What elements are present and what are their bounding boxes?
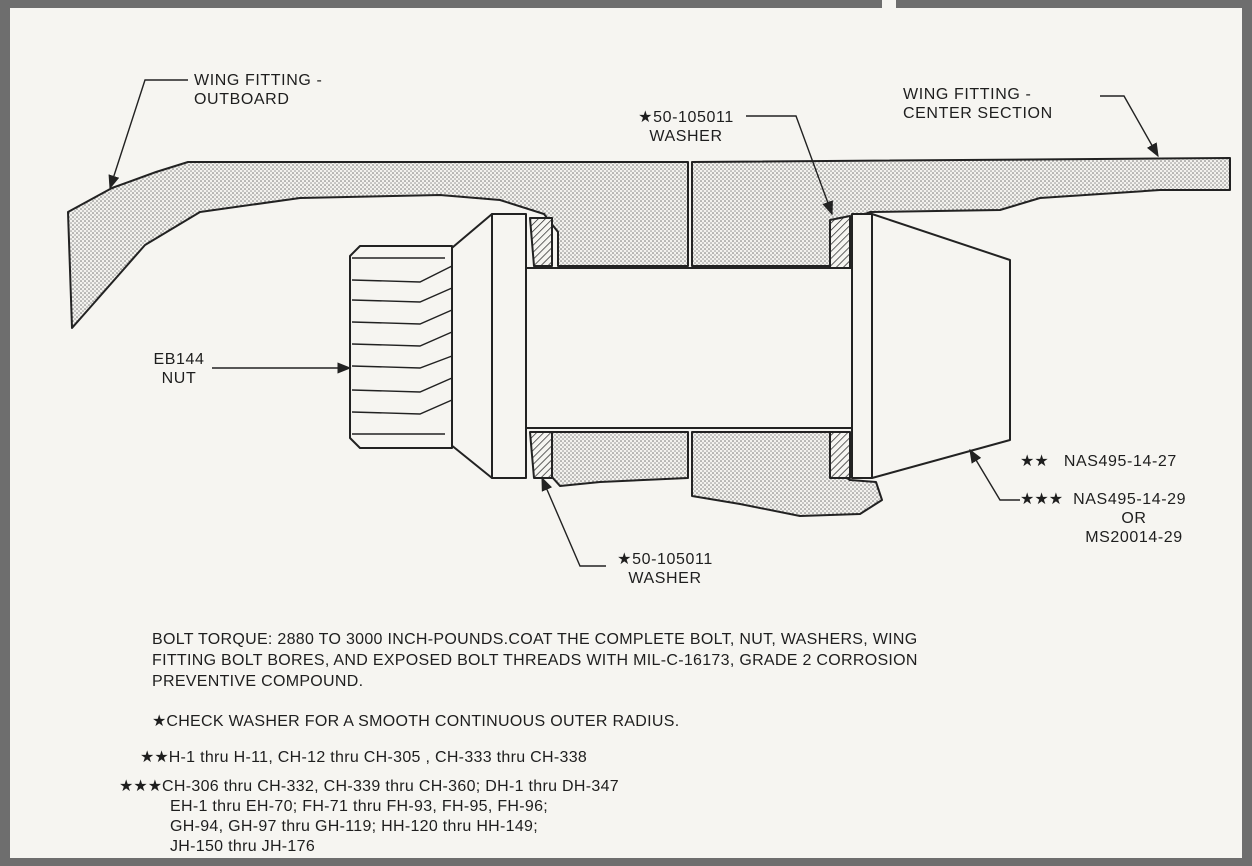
note-line: BOLT TORQUE: 2880 TO 3000 INCH-POUNDS.CO… bbox=[152, 631, 918, 648]
washer-right-bottom bbox=[829, 431, 851, 479]
leader-wing-outboard bbox=[108, 79, 188, 190]
two-star-marker: ★★ bbox=[140, 749, 169, 766]
three-star-marker: ★★★ bbox=[119, 778, 163, 795]
note-line: EH-1 thru EH-70; FH-71 thru FH-93, FH-95… bbox=[170, 798, 549, 815]
label-bolt-two-star: ★★ NAS495-14-27 bbox=[1020, 452, 1177, 471]
label-nut: EB144 NUT bbox=[146, 350, 212, 388]
label-line: NUT bbox=[161, 370, 197, 387]
label-bolt-three-star: ★★★ NAS495-14-29 bbox=[1020, 490, 1186, 509]
center-fitting-upper bbox=[691, 157, 1231, 267]
note-effectivity-three-star: ★★★CH-306 thru CH-332, CH-339 thru CH-36… bbox=[119, 777, 619, 797]
label-line: OR bbox=[1121, 510, 1147, 527]
leader-washer-top bbox=[746, 115, 833, 216]
leader-bolt bbox=[969, 448, 1020, 501]
frame-notch bbox=[882, 0, 896, 12]
nut-serrations bbox=[351, 257, 453, 435]
three-star-marker: ★★★ bbox=[1020, 491, 1064, 508]
note-line: GH-94, GH-97 thru GH-119; HH-120 thru HH… bbox=[170, 818, 538, 835]
label-line: ★50-105011 bbox=[638, 109, 734, 126]
leader-wing-center bbox=[1100, 95, 1159, 158]
note-check-washer: ★CHECK WASHER FOR A SMOOTH CONTINUOUS OU… bbox=[152, 712, 679, 732]
washer-left-bottom bbox=[529, 431, 553, 479]
label-line: WASHER bbox=[649, 128, 723, 145]
leader-washer-bottom bbox=[541, 476, 606, 567]
bolt-part-number: NAS495-14-29 bbox=[1073, 491, 1187, 508]
note-bolt-torque: BOLT TORQUE: 2880 TO 3000 INCH-POUNDS.CO… bbox=[152, 629, 918, 692]
bolt-part-number: NAS495-14-27 bbox=[1063, 453, 1177, 470]
two-star-marker: ★★ bbox=[1020, 453, 1049, 470]
label-line: OUTBOARD bbox=[194, 91, 290, 108]
washer-left-top bbox=[529, 217, 553, 267]
one-star-marker: ★ bbox=[152, 713, 167, 730]
label-line: CENTER SECTION bbox=[903, 105, 1053, 122]
label-wing-fitting-center: WING FITTING - CENTER SECTION bbox=[903, 85, 1053, 123]
label-line: WING FITTING - bbox=[903, 86, 1032, 103]
label-line: EB144 bbox=[153, 351, 205, 368]
note-text: CHECK WASHER FOR A SMOOTH CONTINUOUS OUT… bbox=[166, 713, 680, 730]
washer-right-top bbox=[829, 215, 851, 269]
nut-hex bbox=[349, 245, 453, 449]
note-effectivity-two-star: ★★H-1 thru H-11, CH-12 thru CH-305 , CH-… bbox=[140, 748, 587, 768]
outboard-fitting-lower bbox=[543, 431, 689, 487]
label-washer-bottom: ★50-105011 WASHER bbox=[606, 550, 724, 588]
label-line: WING FITTING - bbox=[194, 72, 323, 89]
bolt-shank bbox=[525, 267, 855, 429]
label-line: WASHER bbox=[628, 570, 702, 587]
label-washer-top: ★50-105011 WASHER bbox=[628, 108, 744, 146]
label-line: MS20014-29 bbox=[1085, 529, 1183, 546]
note-effectivity-three-star-cont: EH-1 thru EH-70; FH-71 thru FH-93, FH-95… bbox=[170, 797, 548, 857]
note-line: JH-150 thru JH-176 bbox=[170, 838, 316, 855]
bolt-head bbox=[851, 213, 1011, 479]
nut-flange bbox=[491, 213, 527, 479]
note-line: FITTING BOLT BORES, AND EXPOSED BOLT THR… bbox=[152, 652, 918, 669]
note-text: H-1 thru H-11, CH-12 thru CH-305 , CH-33… bbox=[168, 749, 588, 766]
label-bolt-alternate: OR MS20014-29 bbox=[1076, 509, 1192, 547]
label-wing-fitting-outboard: WING FITTING - OUTBOARD bbox=[194, 71, 322, 109]
note-line: PREVENTIVE COMPOUND. bbox=[152, 673, 364, 690]
note-text: CH-306 thru CH-332, CH-339 thru CH-360; … bbox=[162, 778, 619, 795]
label-line: ★50-105011 bbox=[617, 551, 713, 568]
